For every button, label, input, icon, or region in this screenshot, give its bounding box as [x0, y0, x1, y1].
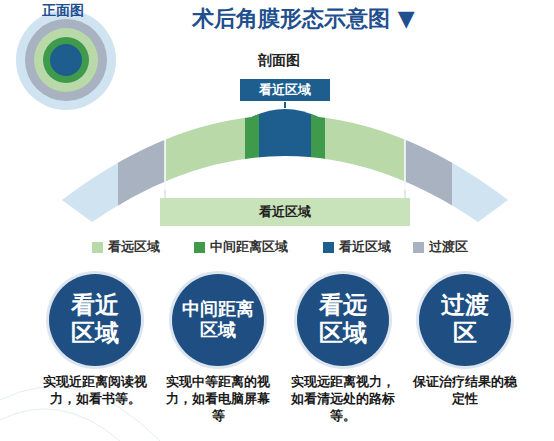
zone-label: 看近区域: [259, 81, 311, 99]
circle-heading: 看远区域: [315, 292, 371, 347]
legend-text: 过渡区: [429, 238, 468, 256]
cross-section: [55, 20, 522, 240]
zone-description: 保证治疗结果的稳定性: [407, 374, 523, 408]
zone-circle: 看远区域实现远距离视力，如看清远处的路标等。: [297, 274, 389, 366]
front-view: [16, 10, 116, 110]
circle-heading: 看近区域: [67, 292, 123, 347]
zone-description: 实现近距离阅读视力，如看书等。: [37, 374, 153, 408]
view-label: 正面图: [42, 2, 84, 20]
legend-item: 看远区域: [92, 238, 160, 256]
circle-heading: 过渡区: [437, 292, 493, 347]
legend-item: 看近区域: [323, 238, 391, 256]
legend-swatch: [92, 242, 103, 253]
legend-swatch: [194, 242, 205, 253]
zone-description: 实现中等距离的视力，如看电脑屏幕等: [160, 374, 276, 425]
diagram-title: 术后角膜形态示意图 ▼: [192, 4, 415, 34]
legend-text: 中间距离区域: [210, 238, 288, 256]
legend-item: 过渡区: [413, 238, 468, 256]
zone-description: 实现远距离视力，如看清远处的路标等。: [285, 374, 401, 425]
zone-circle: 过渡区保证治疗结果的稳定性: [419, 274, 511, 366]
legend-text: 看远区域: [108, 238, 160, 256]
legend-text: 看近区域: [339, 238, 391, 256]
legend-item: 中间距离区域: [194, 238, 288, 256]
zone-box: 看近区域: [160, 198, 410, 226]
legend-swatch: [323, 242, 334, 253]
zone-circle: 看近区域实现近距离阅读视力，如看书等。: [49, 274, 141, 366]
circle-heading: 中间距离区域: [180, 299, 256, 340]
zone-label: 看近区域: [259, 203, 311, 221]
zone-box: 看近区域: [240, 79, 330, 101]
zone-circle: 中间距离区域实现中等距离的视力，如看电脑屏幕等: [172, 274, 264, 366]
view-label: 剖面图: [258, 52, 300, 70]
legend-swatch: [413, 242, 424, 253]
